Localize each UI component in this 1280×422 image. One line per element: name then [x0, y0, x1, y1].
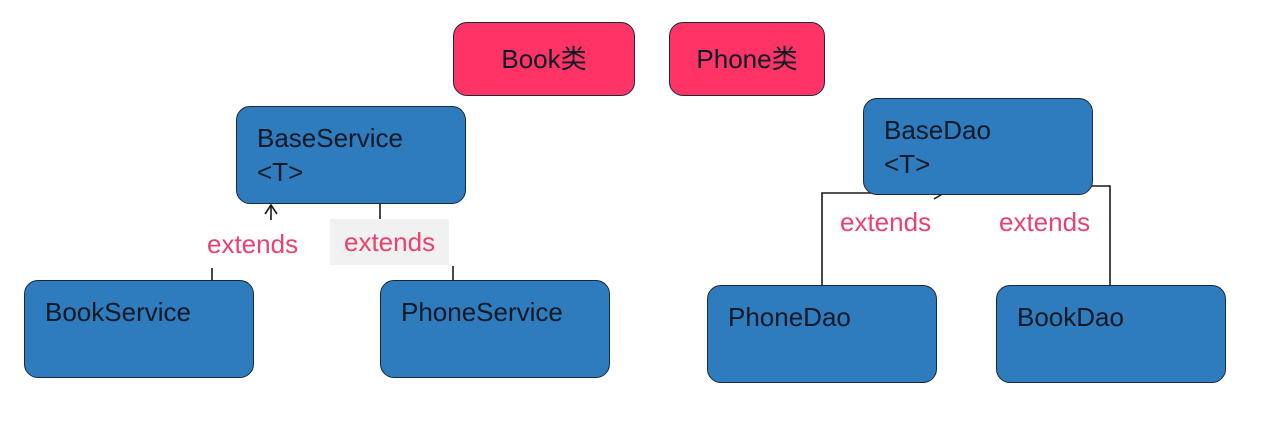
base-service-name: BaseService — [257, 123, 403, 153]
extends-label-phoneservice: extends — [330, 219, 450, 265]
phone-class-box: Phone类 — [669, 22, 825, 96]
extends-label-bookdao: extends — [999, 207, 1091, 237]
phone-service-box: PhoneService — [380, 280, 610, 378]
phone-service-name: PhoneService — [401, 297, 563, 327]
base-service-generic: <T> — [257, 157, 304, 187]
book-dao-box: BookDao — [996, 285, 1226, 383]
base-dao-name: BaseDao — [884, 115, 991, 145]
base-dao-generic: <T> — [884, 149, 931, 179]
base-dao-box: BaseDao <T> — [863, 98, 1093, 195]
book-class-label: Book类 — [501, 44, 587, 74]
book-class-box: Book类 — [453, 22, 635, 96]
book-service-box: BookService — [24, 280, 254, 378]
phone-class-label: Phone类 — [696, 44, 798, 74]
book-service-name: BookService — [45, 297, 191, 327]
extends-label-phonedao: extends — [840, 207, 932, 237]
phone-dao-box: PhoneDao — [707, 285, 937, 383]
arrowhead-bookservice — [264, 203, 278, 215]
extends-label-bookservice: extends — [207, 229, 299, 259]
phone-dao-name: PhoneDao — [728, 302, 851, 332]
base-service-box: BaseService <T> — [236, 106, 466, 204]
book-dao-name: BookDao — [1017, 302, 1124, 332]
